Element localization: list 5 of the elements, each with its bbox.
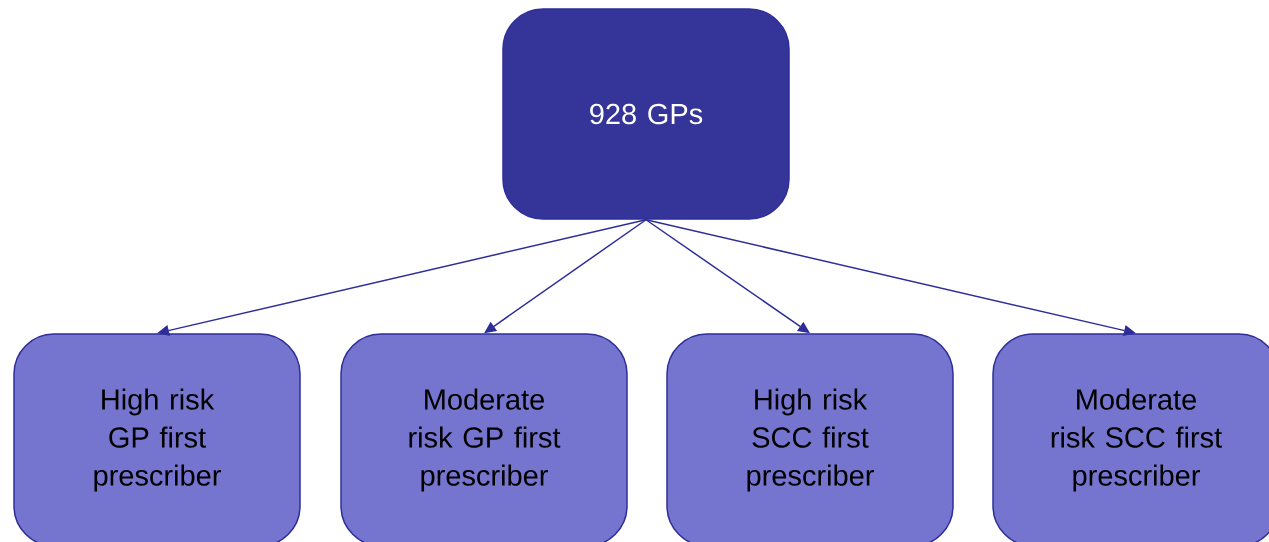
process-box: Moderate risk SCC first prescriber	[992, 333, 1269, 542]
process-box: High risk GP first prescriber	[13, 333, 301, 542]
process-box: High risk SCC first prescriber	[666, 333, 954, 542]
process-box: 928 GPs	[502, 8, 790, 220]
process-box: Moderate risk GP first prescriber	[340, 333, 628, 542]
